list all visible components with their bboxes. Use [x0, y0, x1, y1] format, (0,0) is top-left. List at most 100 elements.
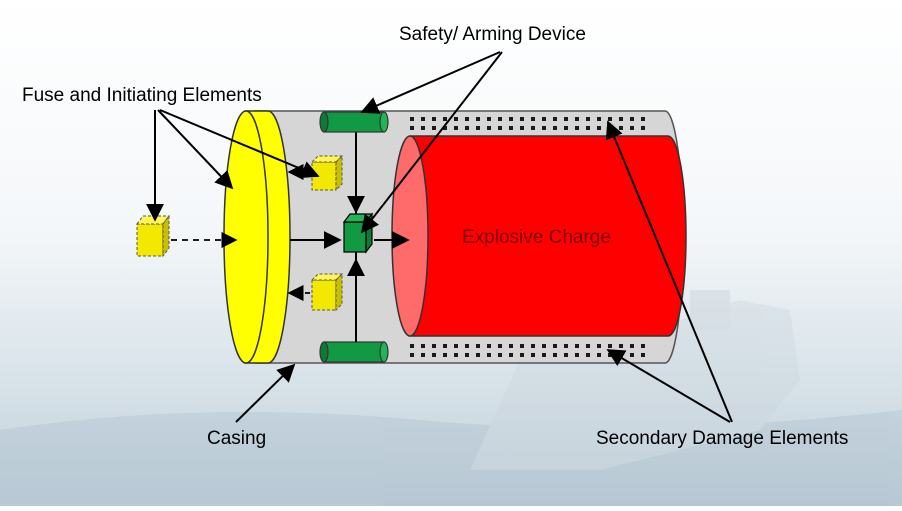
fragment-dot: [509, 126, 513, 130]
fragment-dot: [498, 344, 502, 348]
fragment-dot: [520, 353, 524, 357]
callout-casing: [235, 363, 296, 423]
secondary-damage-elements-bottom: [410, 344, 645, 357]
fragment-dot: [575, 117, 579, 121]
fragment-dot: [443, 344, 447, 348]
fragment-dot: [597, 117, 601, 121]
label-explosive-charge: Explosive Charge: [462, 227, 611, 248]
fragment-dot: [553, 126, 557, 130]
fragment-dot: [454, 117, 458, 121]
fragment-dot: [564, 126, 568, 130]
fragment-dot: [487, 353, 491, 357]
fragment-dot: [608, 344, 612, 348]
fragment-dot: [575, 344, 579, 348]
ship-silhouette: [0, 290, 902, 506]
fragment-dot: [619, 117, 623, 121]
fragment-dot: [432, 353, 436, 357]
fragment-dot: [564, 117, 568, 121]
fragment-dot: [410, 344, 414, 348]
fragment-dot: [465, 353, 469, 357]
label-safety-arming: Safety/ Arming Device: [399, 24, 586, 45]
fragment-dot: [619, 344, 623, 348]
fragment-dot: [520, 344, 524, 348]
fragment-dot: [564, 344, 568, 348]
fragment-dot: [597, 353, 601, 357]
fragment-dot: [443, 126, 447, 130]
fragment-dot: [421, 353, 425, 357]
fragment-dot: [520, 126, 524, 130]
fragment-dot: [410, 126, 414, 130]
fragment-dot: [542, 126, 546, 130]
callout-fuse-3: [159, 109, 320, 179]
fragment-dot: [520, 117, 524, 121]
fragment-dot: [542, 344, 546, 348]
fragment-dot: [531, 126, 535, 130]
fragment-dot: [608, 353, 612, 357]
fragment-dot: [421, 344, 425, 348]
casing-end-cap: [223, 110, 269, 364]
fragment-dot: [630, 126, 634, 130]
explosive-charge-body: [409, 135, 687, 337]
safety-arming-bottom: [319, 341, 389, 363]
fragment-dot: [586, 117, 590, 121]
fragment-dot: [421, 126, 425, 130]
callout-fuse-2: [157, 109, 234, 190]
label-casing: Casing: [207, 428, 267, 449]
fragment-dot: [487, 126, 491, 130]
fragment-dot: [476, 344, 480, 348]
fragment-dot: [410, 117, 414, 121]
fragment-dot: [476, 126, 480, 130]
fragment-dot: [498, 353, 502, 357]
fragment-dot: [641, 117, 645, 121]
fragment-dot: [509, 353, 513, 357]
fragment-dot: [531, 117, 535, 121]
fragment-dot: [498, 117, 502, 121]
fragment-dot: [465, 117, 469, 121]
callout-safety-2: [360, 51, 503, 234]
fuse-element-external: [136, 214, 170, 258]
callout-safety-1: [360, 51, 501, 114]
fragment-dot: [542, 353, 546, 357]
fragment-dot: [432, 117, 436, 121]
fragment-dot: [575, 126, 579, 130]
fragment-dot: [564, 353, 568, 357]
fragment-dot: [586, 353, 590, 357]
fragment-dot: [487, 117, 491, 121]
fragment-dot: [553, 344, 557, 348]
fragment-dot: [454, 126, 458, 130]
fragment-dot: [575, 353, 579, 357]
fragment-dot: [641, 353, 645, 357]
callout-secondary-2: [606, 349, 731, 423]
fragment-dot: [619, 126, 623, 130]
fragment-dot: [597, 344, 601, 348]
fragment-dot: [641, 344, 645, 348]
safety-arming-top: [319, 111, 389, 133]
fuse-element-lower: [310, 272, 344, 312]
fragment-dot: [641, 126, 645, 130]
fragment-dot: [586, 344, 590, 348]
fragment-dot: [487, 344, 491, 348]
fragment-dot: [465, 126, 469, 130]
fragment-dot: [608, 117, 612, 121]
fragment-dot: [509, 117, 513, 121]
fragment-dot: [476, 353, 480, 357]
fragment-dot: [553, 353, 557, 357]
fragment-dot: [597, 126, 601, 130]
fragment-dot: [432, 126, 436, 130]
fragment-dot: [454, 344, 458, 348]
fragment-dot: [443, 117, 447, 121]
callout-secondary-1: [605, 120, 733, 423]
fragment-dot: [630, 117, 634, 121]
label-secondary-damage: Secondary Damage Elements: [596, 428, 849, 449]
fuse-element-upper: [310, 154, 344, 192]
fragment-dot: [465, 344, 469, 348]
fragment-dot: [410, 353, 414, 357]
fragment-dot: [476, 117, 480, 121]
fragment-dot: [630, 344, 634, 348]
fragment-dot: [498, 126, 502, 130]
fragment-dot: [531, 353, 535, 357]
label-fuse: Fuse and Initiating Elements: [22, 85, 262, 106]
fragment-dot: [421, 117, 425, 121]
